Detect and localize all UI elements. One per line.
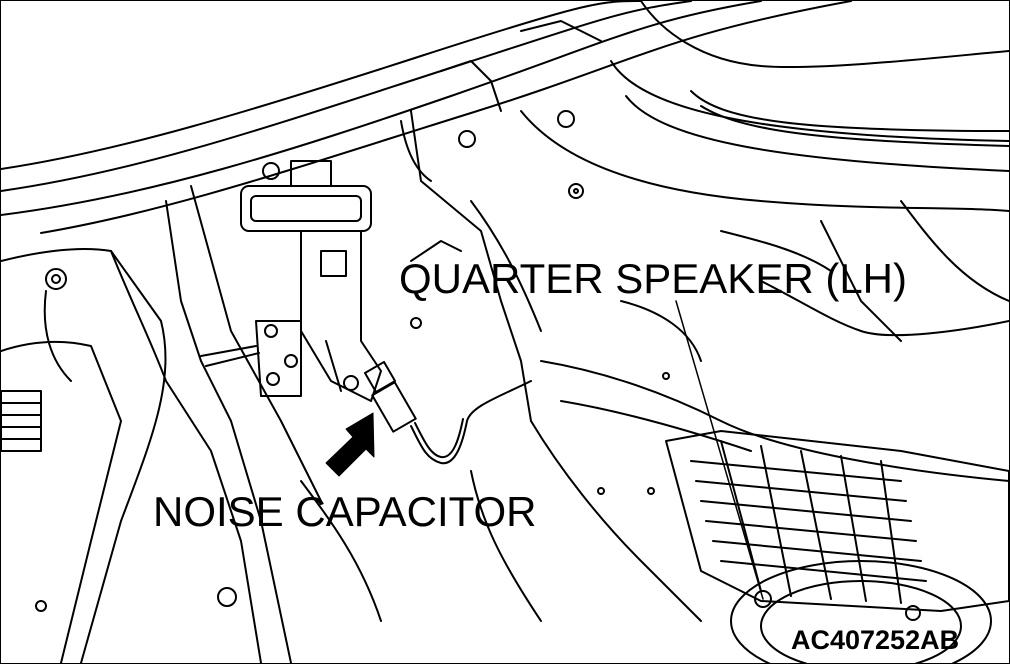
inner-panel-lines xyxy=(35,20,1009,622)
roof-panel-lines xyxy=(1,1,1009,234)
noise-capacitor-label: NOISE CAPACITOR xyxy=(153,488,537,535)
arrow-pointer-icon xyxy=(325,412,375,477)
mounting-bracket xyxy=(200,320,302,397)
right-body-lines xyxy=(720,200,1009,342)
quarter-speaker-housing xyxy=(665,430,1009,663)
speaker-leader-line xyxy=(675,300,764,600)
noise-capacitor-part xyxy=(363,360,532,465)
quarter-speaker-label: QUARTER SPEAKER (LH) xyxy=(399,255,907,302)
left-pillar-trim xyxy=(1,185,322,663)
figure-code-label: AC407252AB xyxy=(791,625,960,655)
seatbelt-anchor-assembly xyxy=(240,160,382,402)
quarter-window-outline xyxy=(690,90,1009,147)
